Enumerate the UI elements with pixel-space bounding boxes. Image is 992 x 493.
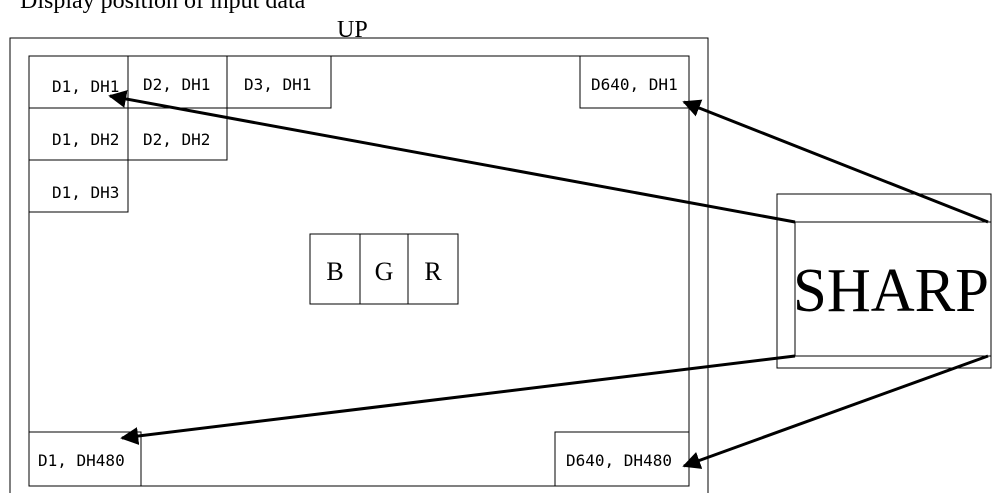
svg-text:D640, DH480: D640, DH480	[566, 451, 672, 470]
up-label: UP	[337, 17, 368, 43]
cell-d1-dh2: D1, DH2	[28, 107, 129, 161]
sharp-logo-text: SHARP	[793, 257, 989, 325]
arrow-to-d1-dh480	[120, 354, 796, 445]
display-area	[28, 55, 690, 487]
cell-d3-dh1: D3, DH1	[226, 55, 332, 109]
svg-text:D1, DH2: D1, DH2	[52, 130, 119, 149]
panel-outer-frame	[9, 37, 709, 493]
cell-d640-dh480: D640, DH480	[554, 431, 690, 487]
svg-text:D3, DH1: D3, DH1	[244, 75, 311, 94]
svg-text:D2, DH1: D2, DH1	[143, 75, 210, 94]
arrow-to-d1-dh1	[108, 90, 796, 224]
svg-text:D640, DH1: D640, DH1	[591, 75, 678, 94]
svg-text:D1, DH1: D1, DH1	[52, 77, 119, 96]
cell-d640-dh1: D640, DH1	[579, 55, 690, 109]
pixel-b-label: B	[326, 257, 343, 286]
cell-d1-dh1: D1, DH1	[28, 55, 129, 109]
pixel-r-label: R	[424, 257, 442, 286]
diagram-title: Display position of input data	[20, 0, 306, 14]
svg-text:D1, DH3: D1, DH3	[52, 183, 119, 202]
sharp-box: SHARP	[776, 193, 992, 369]
arrow-to-d640-dh1	[682, 99, 989, 224]
pixel-bgr: B G R	[309, 233, 459, 305]
svg-text:D1, DH480: D1, DH480	[38, 451, 125, 470]
pixel-g-label: G	[375, 257, 394, 286]
cell-d1-dh480: D1, DH480	[28, 431, 142, 487]
cell-d2-dh1: D2, DH1	[127, 55, 228, 109]
arrow-to-d640-dh480	[682, 354, 989, 469]
svg-text:D2, DH2: D2, DH2	[143, 130, 210, 149]
cell-d1-dh3: D1, DH3	[28, 159, 129, 213]
